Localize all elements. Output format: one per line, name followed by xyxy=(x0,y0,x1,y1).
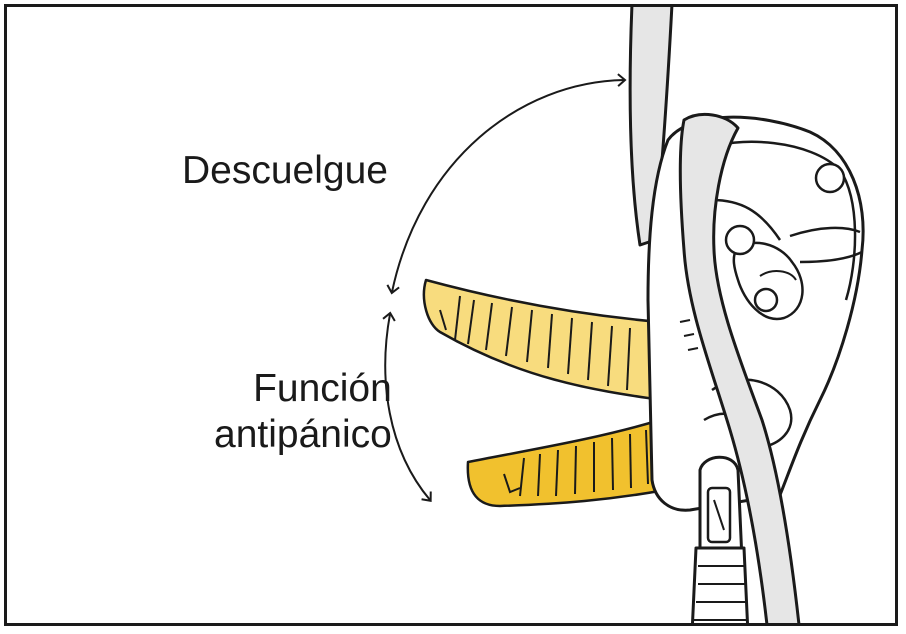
cam-slot-icon xyxy=(732,241,804,321)
label-funcion-line2: antipánico xyxy=(214,413,392,456)
rivet-top-icon xyxy=(814,162,846,194)
sling-icon xyxy=(691,546,749,623)
rope-through-device xyxy=(678,112,801,623)
arrow-descuelgue-icon xyxy=(386,73,627,295)
label-funcion-antipanico: Función antipánico xyxy=(214,366,392,458)
label-funcion-line1: Función xyxy=(253,367,392,410)
handle-antipanic-grip-icon xyxy=(503,429,649,497)
rivet-cam-icon xyxy=(753,287,779,313)
handle-released-icon xyxy=(422,278,664,402)
handle-released-grip-icon xyxy=(439,295,631,391)
arrow-antipanico-icon xyxy=(382,311,432,502)
handle-antipanic-icon xyxy=(466,418,667,508)
axle-icon xyxy=(724,224,756,256)
label-descuelgue: Descuelgue xyxy=(182,149,388,192)
